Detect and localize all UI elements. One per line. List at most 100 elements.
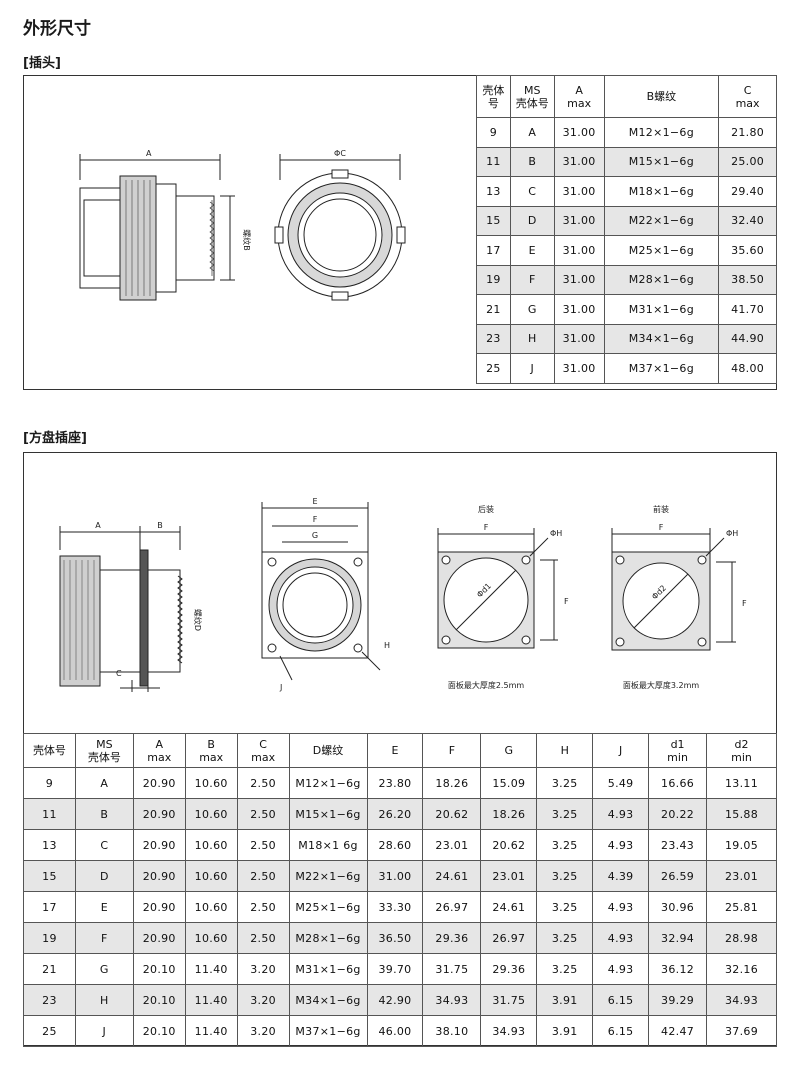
table-cell: C [74, 829, 134, 861]
plug-col-shell: 壳体号 [476, 75, 511, 118]
table-cell: 3.20 [236, 1015, 290, 1047]
socket-dim-c-label: C [116, 669, 122, 678]
table-cell: 23 [476, 323, 511, 354]
table-cell: 13.11 [706, 767, 777, 799]
table-cell: 10.60 [184, 891, 238, 923]
front-mount-phih-label: ΦH [726, 529, 738, 538]
table-cell: 36.12 [648, 953, 708, 985]
socket-col-e: E [366, 733, 424, 768]
table-cell: 3.25 [536, 829, 594, 861]
table-cell: 42.90 [366, 984, 424, 1016]
table-cell: M18×1−6g [603, 176, 720, 207]
rear-mount-phih-label: ΦH [550, 529, 562, 538]
plug-front-view [274, 154, 406, 301]
table-cell: 21 [476, 294, 511, 325]
table-cell: 42.47 [648, 1015, 708, 1047]
table-cell: 33.30 [366, 891, 424, 923]
socket-col-shell: 壳体号 [23, 733, 76, 768]
table-cell: 20.90 [132, 767, 186, 799]
table-cell: 24.61 [422, 860, 482, 892]
plug-dim-b-label: 螺纹B [242, 229, 252, 251]
table-cell: M15×1−6g [603, 146, 720, 177]
table-cell: 4.93 [592, 798, 650, 830]
table-cell: 34.93 [706, 984, 777, 1016]
socket-col-d: D螺纹 [288, 733, 368, 768]
table-cell: 36.50 [366, 922, 424, 954]
table-cell: 28.60 [366, 829, 424, 861]
table-cell: 44.90 [718, 323, 777, 354]
page-title: 外形尺寸 [23, 19, 91, 39]
table-cell: 3.25 [536, 860, 594, 892]
socket-col-g: G [480, 733, 538, 768]
socket-dim-f-label: F [313, 515, 318, 524]
table-cell: 20.10 [132, 984, 186, 1016]
table-cell: 15 [476, 205, 511, 236]
table-cell: 31.00 [553, 264, 605, 295]
table-cell: F [74, 922, 134, 954]
table-cell: 20.10 [132, 1015, 186, 1047]
table-cell: E [74, 891, 134, 923]
table-cell: 20.62 [422, 798, 482, 830]
plug-dim-c-label: ΦC [334, 149, 346, 158]
plug-col-b: B螺纹 [603, 75, 720, 118]
table-cell: M28×1−6g [603, 264, 720, 295]
table-cell: M34×1−6g [603, 323, 720, 354]
table-cell: 6.15 [592, 984, 650, 1016]
table-cell: 31.75 [480, 984, 538, 1016]
table-cell: 3.91 [536, 984, 594, 1016]
table-cell: 29.40 [718, 176, 777, 207]
table-cell: 2.50 [236, 798, 290, 830]
rear-mount-f-label: F [484, 523, 489, 532]
plug-section-label: [插头] [23, 56, 61, 71]
front-mount-side-f-label: F [742, 599, 747, 608]
socket-dim-j-label: J [279, 683, 282, 692]
table-cell: 29.36 [422, 922, 482, 954]
table-cell: 23.01 [706, 860, 777, 892]
socket-dim-h-label: H [384, 641, 390, 650]
table-cell: M15×1−6g [288, 798, 368, 830]
table-cell: 21.80 [718, 117, 777, 148]
table-cell: 29.36 [480, 953, 538, 985]
table-cell: 18.26 [422, 767, 482, 799]
table-cell: M37×1−6g [288, 1015, 368, 1047]
socket-dim-a-label: A [95, 521, 101, 530]
front-mount-cutout [611, 528, 736, 651]
table-cell: 13 [476, 176, 511, 207]
table-cell: M28×1−6g [288, 922, 368, 954]
table-cell: G [74, 953, 134, 985]
table-cell: D [509, 205, 555, 236]
socket-col-h: H [536, 733, 594, 768]
plug-drawing: A 螺纹B ΦC [79, 149, 406, 301]
table-cell: 23.80 [366, 767, 424, 799]
table-cell: 2.50 [236, 767, 290, 799]
table-cell: 15 [23, 860, 76, 892]
socket-section-label: [方盘插座] [23, 431, 87, 446]
table-cell: 20.22 [648, 798, 708, 830]
table-cell: 30.96 [648, 891, 708, 923]
table-cell: 31.00 [366, 860, 424, 892]
table-cell: 25 [23, 1015, 76, 1047]
table-cell: 20.90 [132, 829, 186, 861]
table-cell: 6.15 [592, 1015, 650, 1047]
socket-dim-g-label: G [312, 531, 318, 540]
table-cell: G [509, 294, 555, 325]
table-cell: 4.39 [592, 860, 650, 892]
front-mount-f-label: F [659, 523, 664, 532]
table-cell: 23.01 [480, 860, 538, 892]
table-cell: 31.00 [553, 235, 605, 266]
table-cell: 3.20 [236, 953, 290, 985]
table-cell: 26.59 [648, 860, 708, 892]
table-cell: 5.49 [592, 767, 650, 799]
